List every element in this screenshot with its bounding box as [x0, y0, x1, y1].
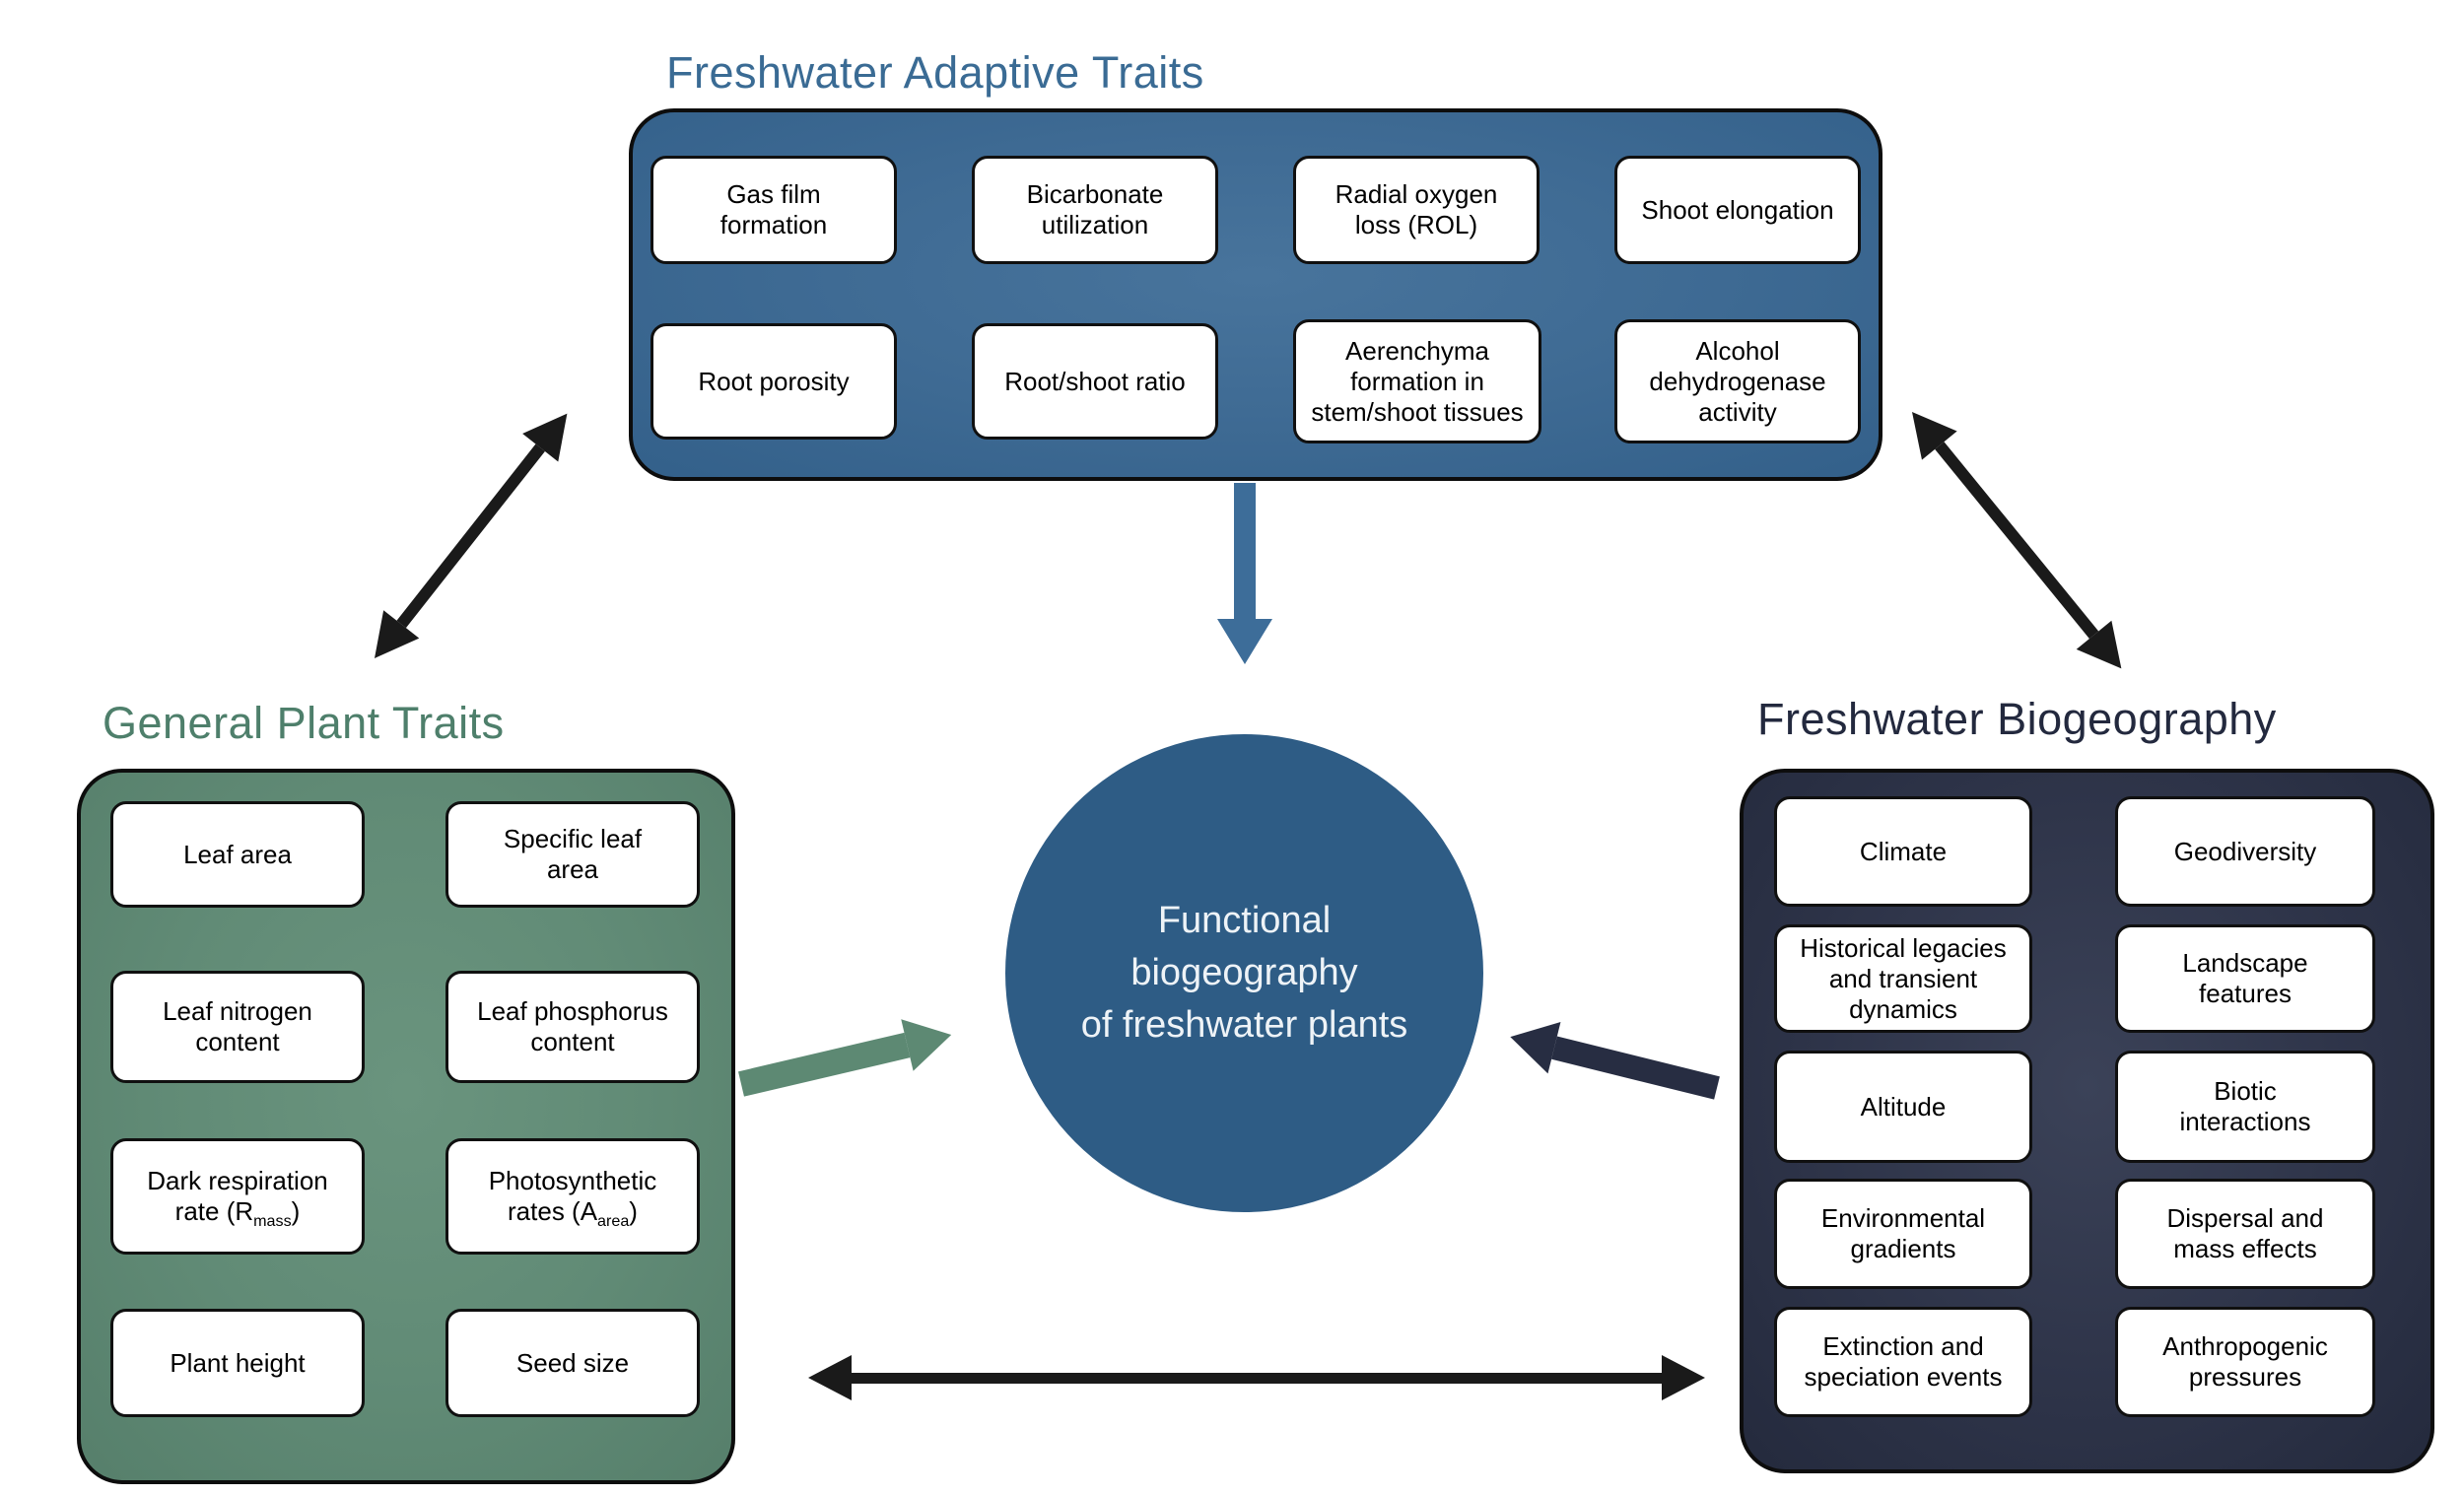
arrowhead-icon — [808, 1355, 852, 1400]
trait-box-historical-legacies: Historical legacies and transient dynami… — [1774, 924, 2032, 1033]
trait-box-dispersal-mass-effects: Dispersal and mass effects — [2115, 1179, 2375, 1289]
trait-box-gas-film-formation: Gas film formation — [650, 156, 897, 264]
arrow-general-traits-to-adaptive-traits — [356, 399, 585, 673]
circle-text-line: biogeography — [1130, 952, 1358, 993]
trait-box-alcohol-dehydrogenase: Alcohol dehydrogenase activity — [1614, 319, 1861, 443]
subscript-area: area — [597, 1212, 630, 1231]
trait-box-leaf-phosphorus-content: Leaf phosphorus content — [445, 971, 700, 1083]
trait-box-bicarbonate-utilization: Bicarbonate utilization — [972, 156, 1218, 264]
trait-box-extinction-speciation: Extinction and speciation events — [1774, 1307, 2032, 1417]
arrowhead-icon — [1503, 1010, 1561, 1074]
trait-box-leaf-area: Leaf area — [110, 801, 365, 908]
arrow-general-traits-to-center — [735, 1008, 958, 1111]
arrow-biogeography-to-center — [1503, 1010, 1724, 1114]
trait-box-root-porosity: Root porosity — [650, 323, 897, 440]
arrow-adaptive-traits-to-center — [1217, 483, 1272, 664]
trait-box-photosynthetic-rates: Photosynthetic rates (Aarea) — [445, 1138, 700, 1255]
arrow-adaptive-traits-to-biogeography — [1893, 397, 2140, 684]
trait-box-leaf-nitrogen-content: Leaf nitrogen content — [110, 971, 365, 1083]
arrow-general-traits-to-biogeography — [808, 1355, 1705, 1400]
circle-text-line: of freshwater plants — [1080, 1004, 1408, 1046]
freshwater-biogeography-title: Freshwater Biogeography — [1757, 694, 2277, 744]
circle-text-line: Functional — [1157, 900, 1332, 941]
trait-box-root-shoot-ratio: Root/shoot ratio — [972, 323, 1218, 440]
trait-box-geodiversity: Geodiversity — [2115, 796, 2375, 907]
trait-box-dark-respiration-rate: Dark respiration rate (Rmass) — [110, 1138, 365, 1255]
trait-box-seed-size: Seed size — [445, 1309, 700, 1417]
trait-box-shoot-elongation: Shoot elongation — [1614, 156, 1861, 264]
general-plant-traits-title: General Plant Traits — [103, 698, 505, 748]
trait-box-landscape-features: Landscape features — [2115, 924, 2375, 1033]
trait-box-anthropogenic-pressures: Anthropogenic pressures — [2115, 1307, 2375, 1417]
trait-box-specific-leaf-area: Specific leaf area — [445, 801, 700, 908]
central-concept-circle: Functional biogeography of freshwater pl… — [1005, 734, 1483, 1212]
trait-box-radial-oxygen-loss: Radial oxygen loss (ROL) — [1293, 156, 1540, 264]
trait-box-environmental-gradients: Environmental gradients — [1774, 1179, 2032, 1289]
trait-box-biotic-interactions: Biotic interactions — [2115, 1051, 2375, 1163]
subscript-mass: mass — [253, 1212, 292, 1231]
trait-box-aerenchyma-formation: Aerenchyma formation in stem/shoot tissu… — [1293, 319, 1541, 443]
adaptive-traits-title: Freshwater Adaptive Traits — [666, 47, 1204, 98]
trait-box-plant-height: Plant height — [110, 1309, 365, 1417]
arrowhead-icon — [1662, 1355, 1705, 1400]
trait-box-altitude: Altitude — [1774, 1051, 2032, 1163]
trait-box-climate: Climate — [1774, 796, 2032, 907]
arrowhead-icon — [1217, 619, 1272, 664]
arrowhead-icon — [901, 1008, 958, 1071]
